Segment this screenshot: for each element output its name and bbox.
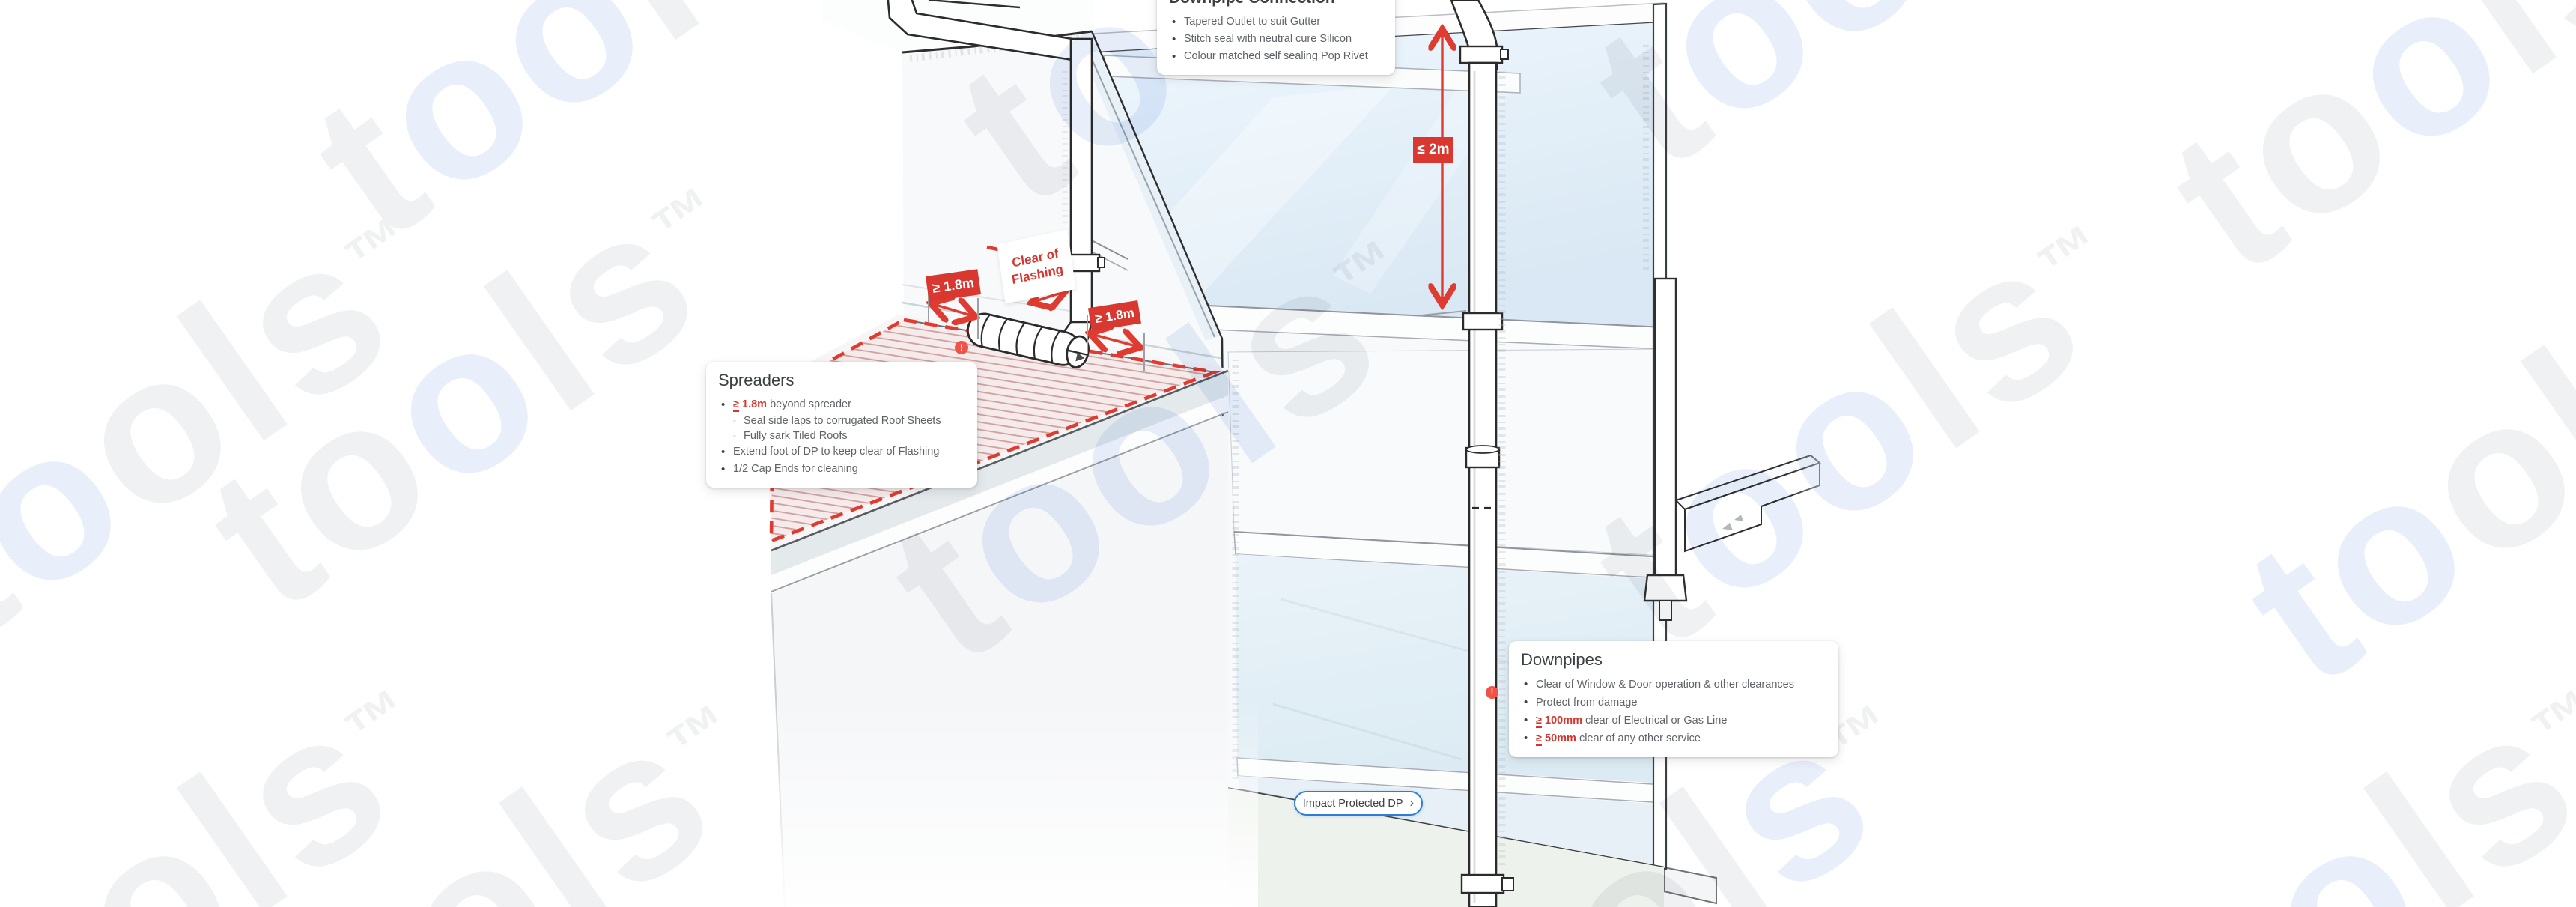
callout-bullet: Protect from damage (1521, 694, 1826, 712)
callout-downpipe-connection: Downpipe Connection Tapered Outlet to su… (1157, 0, 1395, 75)
measurement-arrows (933, 31, 1442, 347)
side-post-and-beam (1643, 277, 1851, 621)
pipe-strap (1462, 312, 1504, 331)
downpipe-main (1450, 0, 1514, 907)
callout-title: Spreaders (718, 371, 795, 389)
callout-bullet: Colour matched self sealing Pop Rivet (1169, 48, 1383, 65)
callout-sub-bullet: Fully sark Tiled Roofs (718, 428, 965, 444)
main-wall (1093, 2, 1717, 905)
callout-title: Downpipes (1521, 650, 1603, 669)
callout-bullet: ≥ 1.8m beyond spreader (718, 396, 965, 413)
callout-bullet: 1/2 Cap Ends for cleaning (718, 461, 965, 478)
chevron-right-icon: › (1409, 795, 1415, 810)
callout-bullet: Extend foot of DP to keep clear of Flash… (718, 443, 965, 461)
callout-bullet: Clear of Window & Door operation & other… (1521, 676, 1826, 694)
callout-bullet: Stitch seal with neutral cure Silicon (1169, 31, 1383, 48)
callout-bullet: Tapered Outlet to suit Gutter (1169, 13, 1383, 31)
callout-spreaders: Spreaders ≥ 1.8m beyond spreader Seal si… (706, 362, 977, 488)
left-wing (822, 0, 1228, 789)
callout-bullet: ≥ 50mm clear of any other service (1521, 729, 1826, 747)
warning-icon: ! (1486, 686, 1498, 699)
downpipe-spreader (887, 0, 1105, 357)
warning-icon: ! (955, 341, 968, 354)
badge-max-2m: ≤ 2m (1413, 137, 1453, 163)
callout-bullet: ≥ 100mm clear of Electrical or Gas Line (1521, 712, 1826, 729)
arrow-1-8m-right (1092, 334, 1138, 347)
button-label: Impact Protected DP (1302, 797, 1403, 810)
impact-protected-dp-button[interactable]: Impact Protected DP › (1294, 791, 1423, 816)
callout-title: Downpipe Connection (1169, 0, 1383, 7)
callout-sub-bullet: Seal side laps to corrugated Roof Sheets (718, 413, 965, 429)
arrow-1-8m-left (933, 304, 973, 316)
callout-downpipes: Downpipes Clear of Window & Door operati… (1509, 641, 1838, 757)
pipe-strap (1460, 873, 1505, 894)
arrow-clear-flashing (1033, 292, 1063, 302)
pipe-strap (1459, 45, 1504, 64)
